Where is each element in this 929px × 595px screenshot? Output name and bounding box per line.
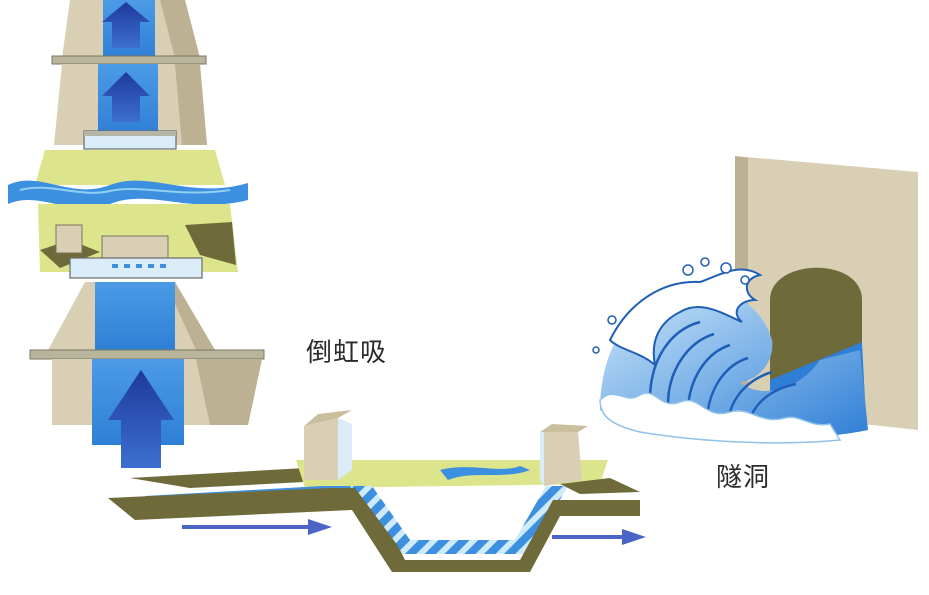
canal-bank-upper-shadow: [175, 64, 207, 145]
earth-patch: [40, 240, 100, 268]
siphon-outlet-building-top: [540, 424, 588, 432]
wave-spray: [592, 257, 750, 354]
canal-bank-lower-shadow: [165, 282, 215, 350]
inverted-siphon: [108, 410, 646, 572]
flow-arrow-up-icon: [102, 2, 150, 48]
siphon-label: 倒虹吸: [306, 338, 388, 368]
siphon-outlet-building: [544, 432, 582, 486]
land-band-upper: [35, 150, 225, 185]
crossing-river: [8, 180, 248, 209]
channel-embankment-lower: [108, 488, 640, 572]
siphon-inlet-building-top: [304, 410, 352, 426]
siphon-pipe: [350, 486, 568, 554]
siphon-inlet-building: [304, 418, 338, 480]
siphon-outlet-building-side: [540, 432, 544, 486]
control-building: [101, 235, 169, 261]
flow-arrow-right-icon: [182, 519, 332, 535]
channel-embankment-right: [560, 478, 640, 494]
siphon-inlet-building-side: [338, 418, 352, 480]
wave-crest: [608, 268, 763, 368]
canal-bank-top-shadow: [160, 0, 200, 58]
canal-water-lower: [95, 282, 175, 350]
tunnel-label: 隧洞: [716, 463, 771, 493]
surface-stream: [440, 466, 530, 480]
earth-patch: [185, 222, 236, 265]
canal-bank-bottom-shadow: [196, 359, 262, 425]
gate-top: [84, 131, 176, 136]
river-highlight: [19, 186, 231, 194]
flow-arrow-up-icon: [108, 370, 174, 468]
wave-curls: [648, 320, 797, 415]
vertical-canal: [8, 0, 265, 468]
footbridge-lower: [29, 349, 265, 360]
control-building-annex: [55, 224, 83, 254]
flow-arrow-right-icon: [552, 529, 646, 545]
wave-foam: [599, 392, 842, 444]
flow-arrow-up-icon: [102, 72, 150, 122]
building-windows: [112, 264, 166, 268]
footbridge-top: [51, 55, 207, 65]
wave-icon: [592, 257, 868, 444]
